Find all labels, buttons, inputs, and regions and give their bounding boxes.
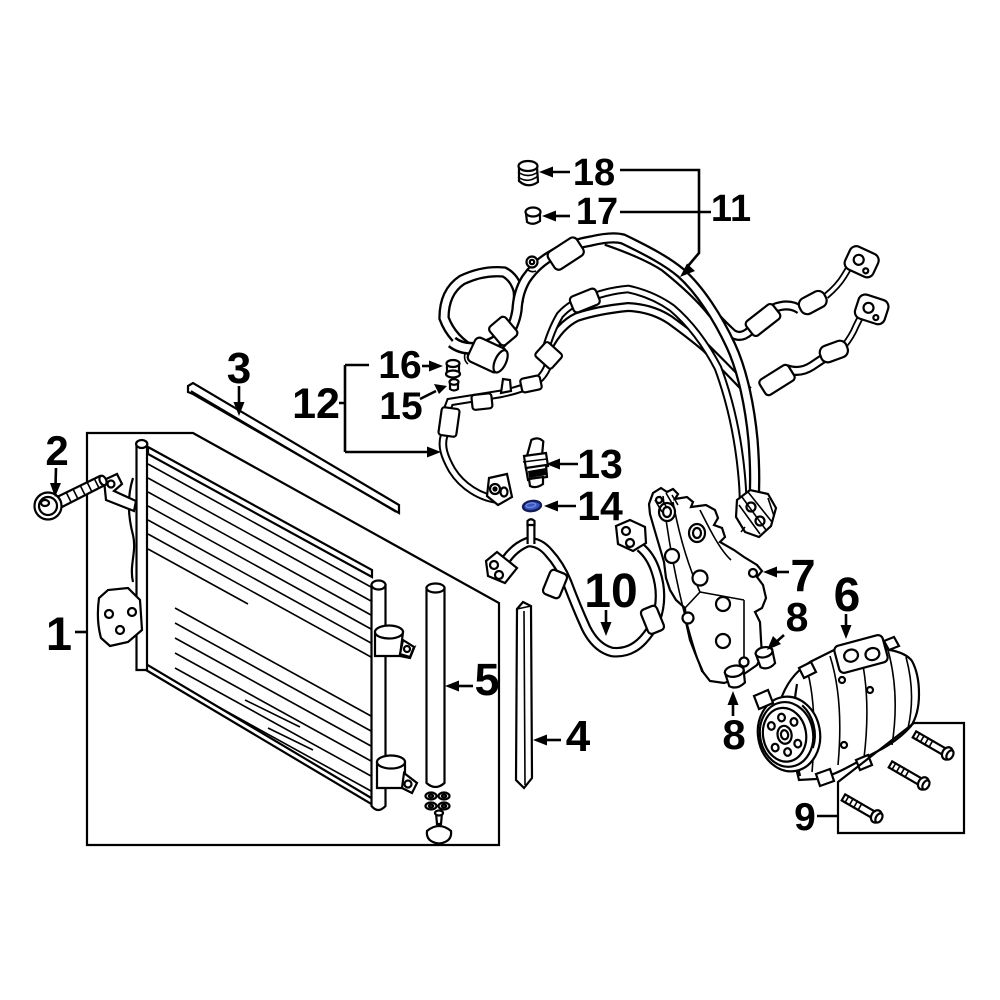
svg-text:13: 13 <box>577 441 623 487</box>
svg-text:5: 5 <box>474 654 499 705</box>
svg-text:18: 18 <box>573 152 615 194</box>
svg-text:10: 10 <box>584 565 637 618</box>
svg-text:3: 3 <box>227 344 251 393</box>
svg-text:7: 7 <box>790 550 815 601</box>
svg-text:12: 12 <box>292 380 340 428</box>
svg-text:17: 17 <box>576 191 618 233</box>
svg-text:8: 8 <box>786 594 809 640</box>
svg-text:2: 2 <box>45 427 68 474</box>
svg-text:16: 16 <box>378 344 421 387</box>
svg-text:15: 15 <box>379 385 422 428</box>
svg-text:8: 8 <box>722 711 745 758</box>
svg-text:14: 14 <box>577 483 623 529</box>
svg-text:1: 1 <box>46 607 72 660</box>
svg-text:11: 11 <box>711 188 751 230</box>
svg-text:6: 6 <box>834 569 861 622</box>
svg-text:9: 9 <box>794 796 816 839</box>
svg-text:4: 4 <box>566 712 591 761</box>
